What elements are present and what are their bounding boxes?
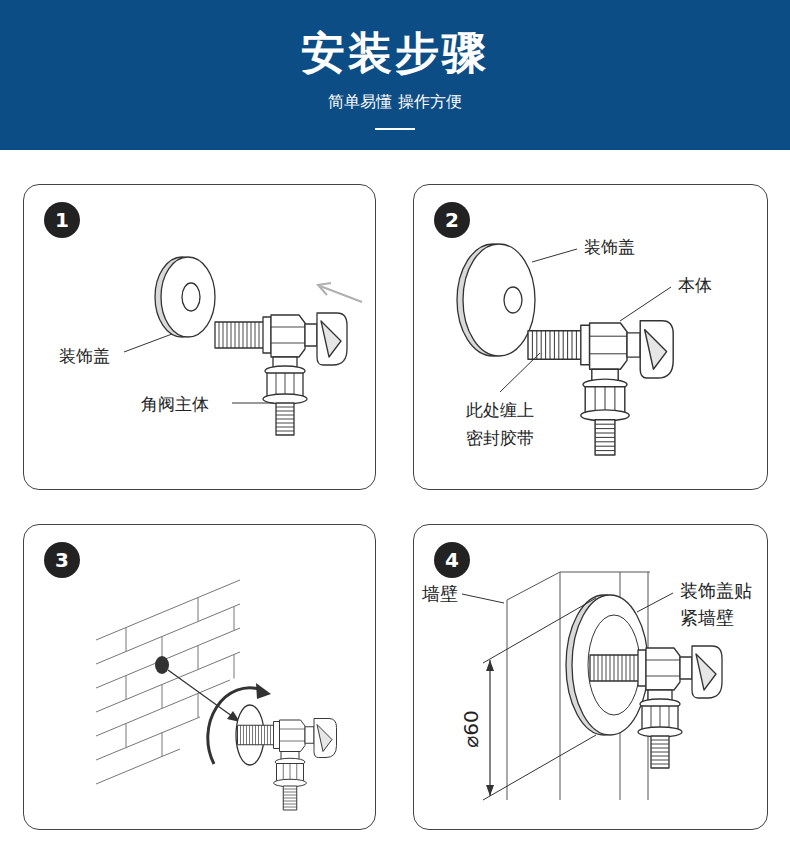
arrow-head (486, 660, 494, 671)
step-badge: 1 (44, 202, 80, 238)
title-underline (375, 128, 415, 130)
cover-plate-face (463, 244, 535, 356)
note-label: 此处缠上 密封胶带 (464, 397, 541, 453)
leader-line (637, 593, 673, 612)
brick-row (96, 580, 240, 784)
arrow-head (318, 283, 331, 295)
brick-joint (126, 598, 234, 757)
cover-plate (155, 257, 215, 337)
angle-valve (528, 321, 673, 455)
step-number: 3 (55, 550, 69, 570)
part-label: 墙壁 (420, 583, 460, 606)
leader-line (620, 287, 671, 321)
part-label: 本体 (676, 275, 714, 297)
step-number: 2 (445, 210, 459, 230)
page-title: 安装步骤 (0, 30, 790, 78)
step-badge: 3 (44, 542, 80, 578)
cover-plate-hole (504, 287, 522, 313)
step-panel: 装饰盖本体此处缠上 密封胶带 2 (413, 184, 768, 490)
step-panel: 装饰盖角阀主体 1 (23, 184, 376, 490)
arrow-head (256, 683, 271, 699)
wall (507, 572, 650, 800)
cover-plate (457, 244, 535, 356)
part-label: 角阀主体 (139, 393, 211, 415)
step-badge: 4 (434, 542, 470, 578)
cover-plate-hole (182, 283, 200, 311)
note-label: 装饰盖贴 紧墙壁 (678, 578, 759, 632)
leader-line (462, 594, 504, 603)
leader-line (532, 249, 577, 262)
subtitle: 简单易懂 操作方便 (0, 92, 790, 113)
header-band: 安装步骤简单易懂 操作方便 (0, 0, 790, 150)
angle-valve (215, 313, 347, 435)
wall-hole (155, 656, 169, 674)
part-label: 装饰盖 (57, 345, 112, 367)
leader-line (124, 334, 172, 352)
wall-line (507, 572, 648, 800)
direction-arrow (168, 670, 236, 719)
extension-line (483, 598, 596, 663)
angle-valve (590, 646, 722, 768)
brick-wall (96, 580, 240, 784)
arrow-head (486, 785, 494, 796)
cover-plate-face (161, 257, 215, 337)
step-badge: 2 (434, 202, 470, 238)
dimension-line (489, 660, 490, 796)
step-panel: 3 (23, 524, 376, 830)
dimension-label: ⌀60 (458, 708, 484, 750)
part-label: 装饰盖 (582, 237, 637, 259)
leader-line (500, 353, 540, 392)
angle-valve (238, 719, 337, 811)
wall-edge (507, 572, 650, 600)
extension-line (483, 735, 596, 800)
step-number: 4 (445, 550, 459, 570)
step-panel: 墙壁 装饰盖贴 紧墙壁 ⌀60 4 (413, 524, 768, 830)
leader-line (232, 403, 274, 404)
step-number: 1 (55, 210, 69, 230)
